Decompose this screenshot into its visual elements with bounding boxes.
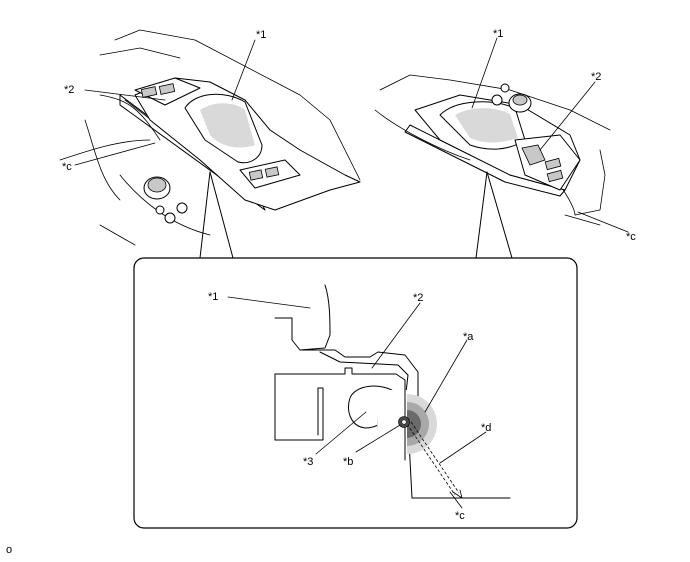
right-label-1: *1 (493, 28, 503, 40)
left-label-1: *1 (256, 29, 266, 41)
footer-code: o (6, 544, 12, 556)
right-console-view: *1 *2 *c (374, 28, 636, 243)
detail-label-1: *1 (208, 291, 218, 303)
left-console-view: *1 *2 *c (59, 29, 361, 246)
detail-view: *1 *2 *a *d *3 *b *c (133, 257, 578, 529)
detail-label-a: *a (463, 331, 474, 343)
screwdriver-tool (406, 421, 463, 499)
right-label-2: *2 (591, 71, 601, 83)
detail-label-b: *b (343, 456, 353, 468)
detail-label-d: *d (481, 422, 491, 434)
right-label-c: *c (626, 231, 636, 243)
left-label-2: *2 (64, 84, 74, 96)
left-label-c: *c (62, 161, 72, 173)
callout-lines (199, 171, 513, 259)
detail-label-2: *2 (413, 292, 423, 304)
detail-label-3: *3 (303, 456, 313, 468)
detail-label-c: *c (455, 510, 465, 522)
